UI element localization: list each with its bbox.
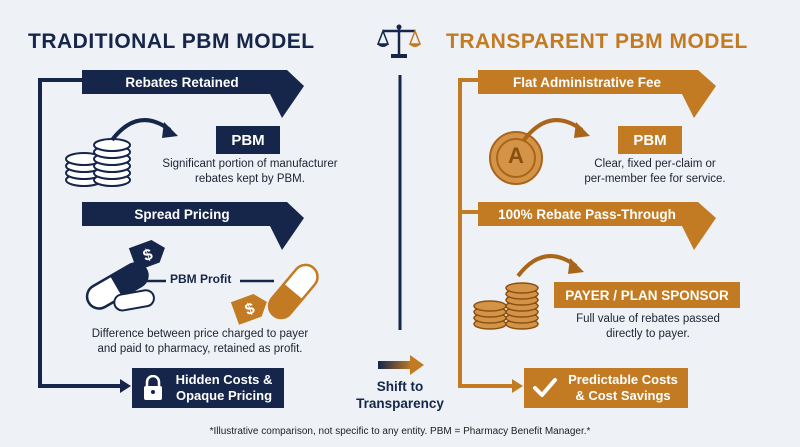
shift-to-transparency-label: Shift to Transparency <box>350 378 450 412</box>
spread-pricing-banner-shape <box>82 202 304 250</box>
coin-a-icon <box>489 131 543 185</box>
right-desc-2: Full value of rebates passed directly to… <box>556 312 740 342</box>
predictable-costs-line1: Predictable Costs <box>568 372 678 387</box>
rebate-pass-through-banner: 100% Rebate Pass-Through <box>498 206 676 222</box>
lock-icon <box>144 375 162 400</box>
left-desc-1-line1: Significant portion of manufacturer <box>162 158 338 170</box>
spread-pricing-banner: Spread Pricing <box>134 206 230 222</box>
right-desc-1: Clear, fixed per-claim or per-member fee… <box>560 157 750 187</box>
shift-line1: Shift to <box>376 379 424 394</box>
curved-arrow-icon <box>110 118 178 142</box>
right-desc-2-line1: Full value of rebates passed <box>576 313 720 325</box>
right-title: TRANSPARENT PBM MODEL <box>446 30 748 53</box>
shift-arrow-icon <box>378 355 424 375</box>
left-title: TRADITIONAL PBM MODEL <box>28 30 315 53</box>
checkmark-icon <box>533 378 557 397</box>
rebate-pass-through-banner-shape <box>478 202 716 250</box>
coin-letter: A <box>508 143 524 168</box>
hidden-costs-line1: Hidden Costs & <box>175 372 273 387</box>
curved-arrow-icon <box>516 254 584 278</box>
price-tag-icon: $ <box>230 293 267 325</box>
right-desc-1-line2: per-member fee for service. <box>584 173 726 185</box>
left-desc-2-line2: and paid to pharmacy, retained as profit… <box>97 343 303 355</box>
flat-fee-banner-shape <box>478 70 716 118</box>
left-desc-2-line1: Difference between price charged to paye… <box>91 328 309 340</box>
flat-fee-banner: Flat Administrative Fee <box>512 74 662 90</box>
rebates-retained-banner-shape <box>82 70 304 118</box>
predictable-costs-label: Predictable Costs & Cost Savings <box>560 370 686 406</box>
hidden-costs-line2: Opaque Pricing <box>175 388 273 403</box>
right-desc-1-line1: Clear, fixed per-claim or <box>594 158 716 170</box>
left-desc-1: Significant portion of manufacturer reba… <box>140 157 360 187</box>
predictable-costs-line2: & Cost Savings <box>575 388 671 403</box>
footnote: *Illustrative comparison, not specific t… <box>209 426 591 437</box>
price-tag-icon: $ <box>128 239 165 271</box>
payer-plan-sponsor-box: PAYER / PLAN SPONSOR <box>554 282 740 308</box>
hidden-costs-label: Hidden Costs & Opaque Pricing <box>166 370 282 406</box>
coin-stack-icon <box>65 138 131 187</box>
coin-stack-icon <box>473 282 539 330</box>
pill-icon <box>267 263 319 320</box>
left-desc-1-line2: rebates kept by PBM. <box>195 173 305 185</box>
right-desc-2-line2: directly to payer. <box>606 328 690 340</box>
left-pbm-box: PBM <box>216 126 280 154</box>
curved-arrow-icon <box>522 118 590 142</box>
right-pbm-box: PBM <box>618 126 682 154</box>
rebates-retained-banner: Rebates Retained <box>125 74 239 90</box>
scale-icon <box>377 24 421 58</box>
pbm-profit-label: PBM Profit <box>170 272 232 286</box>
profit-line <box>136 279 274 283</box>
left-desc-2: Difference between price charged to paye… <box>40 327 360 357</box>
shift-line2: Transparency <box>356 396 444 411</box>
pill-icon <box>85 262 155 312</box>
predictable-costs-box <box>524 368 688 408</box>
